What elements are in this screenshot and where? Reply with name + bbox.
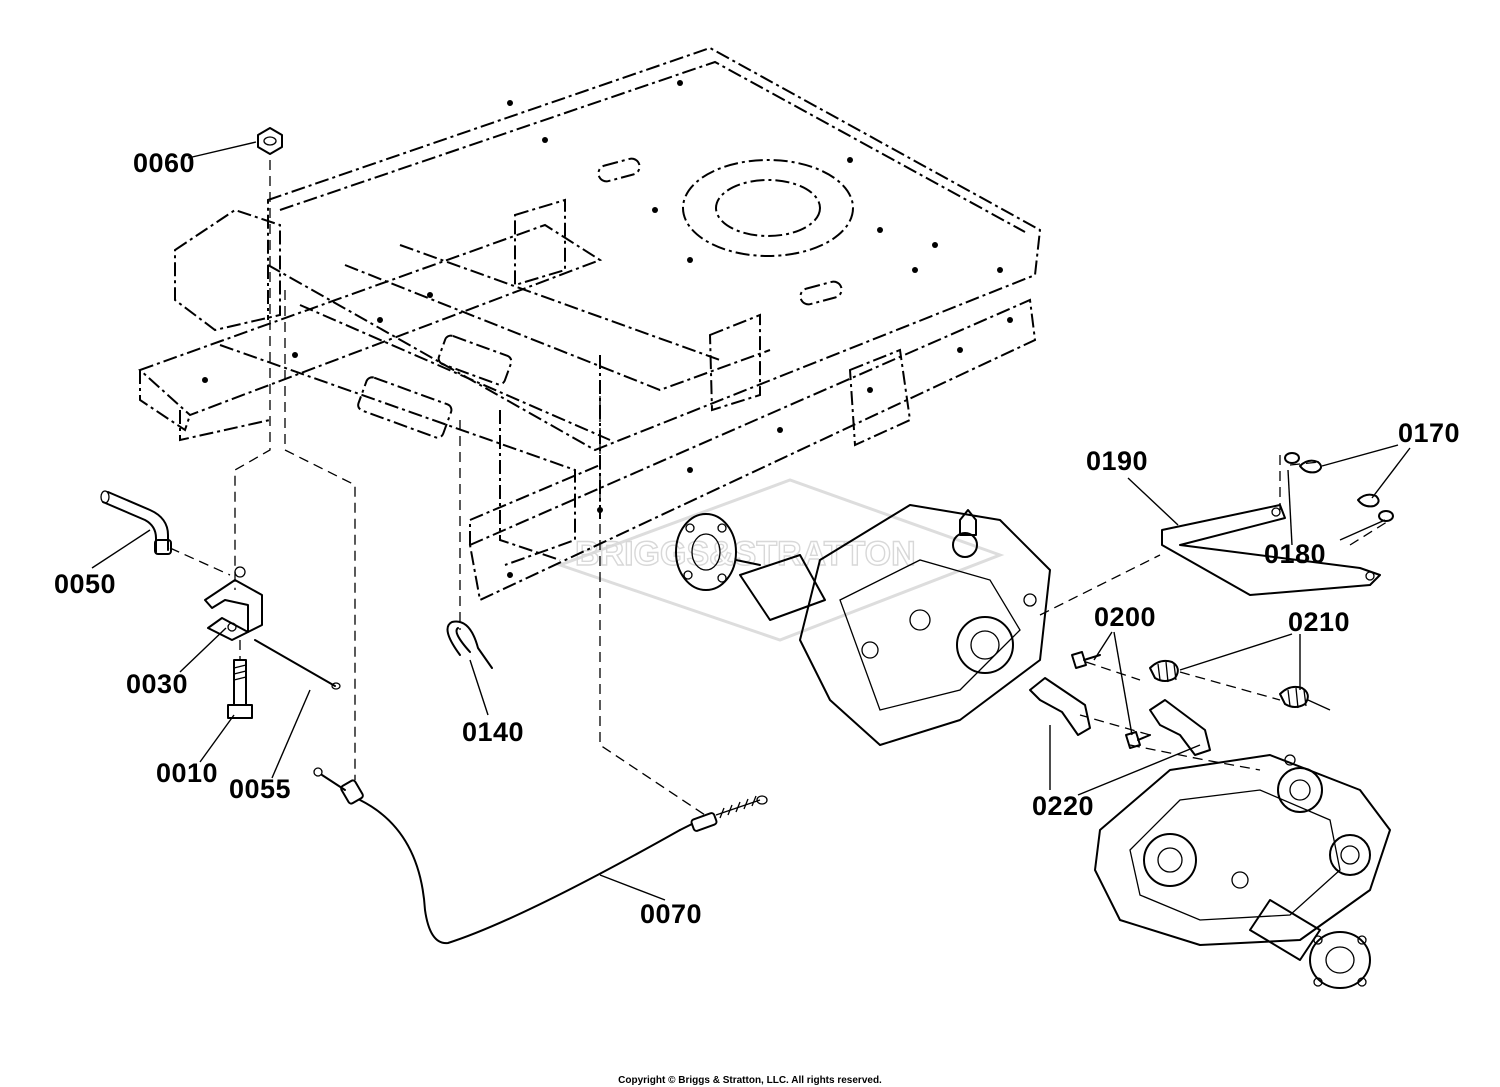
callout-0170: 0170	[1398, 418, 1460, 448]
part-0060-flange-nut	[257, 127, 283, 155]
transaxle-right	[1094, 754, 1391, 989]
watermark-text: BRIGGS&STRATTON	[575, 535, 916, 573]
callout-0220: 0220	[1032, 791, 1094, 821]
transaxle-left	[675, 504, 1051, 746]
callout-0060: 0060	[133, 148, 195, 178]
part-0055-pin	[254, 639, 341, 690]
part-0010-shoulder-bolt	[227, 659, 253, 719]
part-0050-bent-tube	[100, 490, 172, 555]
part-0210-springs	[1149, 659, 1331, 711]
part-0140-cable-clamp	[446, 620, 493, 669]
alignment-lines	[169, 160, 1391, 816]
callout-0010: 0010	[156, 758, 218, 788]
part-0220-plates	[1029, 677, 1211, 756]
part-0190-bar	[1161, 504, 1381, 596]
callout-0070: 0070	[640, 899, 702, 929]
frame-chassis	[138, 46, 1042, 602]
callout-0190: 0190	[1086, 446, 1148, 476]
callout-0050: 0050	[54, 569, 116, 599]
callout-0200: 0200	[1094, 602, 1156, 632]
callout-0030: 0030	[126, 669, 188, 699]
part-0200-bolts	[1071, 651, 1151, 749]
leader-lines	[91, 141, 1411, 901]
part-0180-washers	[1284, 452, 1394, 522]
callout-0055: 0055	[229, 774, 291, 804]
callout-0180: 0180	[1264, 539, 1326, 569]
watermark-logo: BRIGGS&STRATTON	[555, 478, 1005, 642]
part-0070-cable	[313, 767, 768, 945]
callout-0140: 0140	[462, 717, 524, 747]
copyright-notice: Copyright © Briggs & Stratton, LLC. All …	[618, 1075, 882, 1086]
part-0170-clips	[1299, 459, 1380, 508]
callout-0210: 0210	[1288, 607, 1350, 637]
part-0030-bracket	[204, 566, 263, 641]
